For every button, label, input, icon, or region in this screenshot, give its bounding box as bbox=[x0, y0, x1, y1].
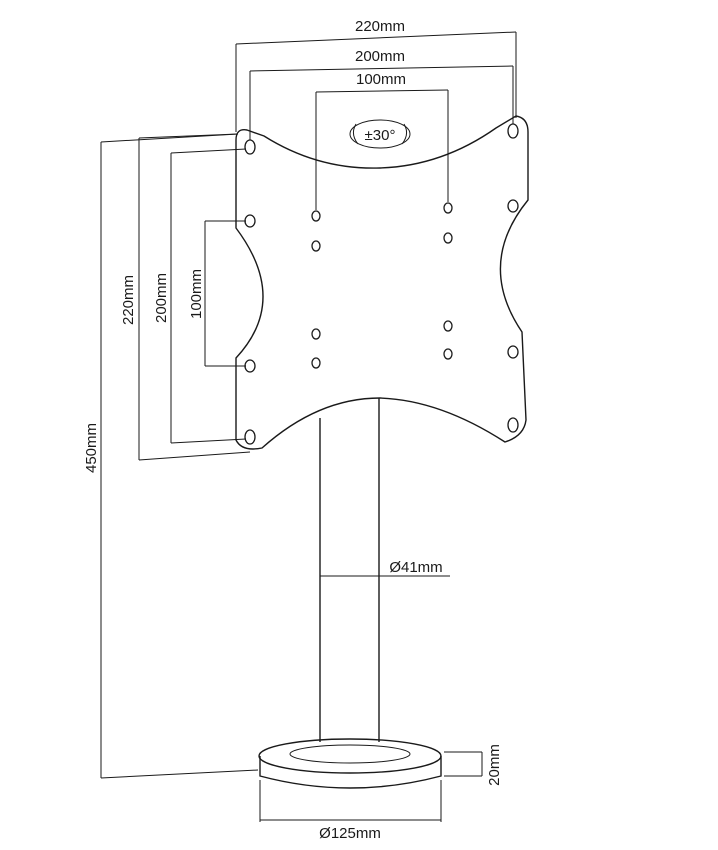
hole bbox=[244, 429, 256, 445]
left-height-dimensions bbox=[100, 133, 259, 779]
hole bbox=[244, 139, 256, 155]
hole bbox=[507, 123, 519, 139]
hole bbox=[311, 240, 321, 252]
top-width-middle-label: 200mm bbox=[355, 48, 405, 65]
top-width-inner-label: 100mm bbox=[356, 71, 406, 88]
base-height-dimension bbox=[444, 751, 483, 777]
hole bbox=[443, 202, 453, 214]
pole bbox=[319, 398, 380, 742]
hole bbox=[443, 232, 453, 244]
hole bbox=[244, 359, 256, 373]
mounting-holes bbox=[244, 123, 519, 445]
left-height-outer-label: 220mm bbox=[120, 275, 137, 325]
hole bbox=[311, 357, 321, 369]
hole bbox=[244, 214, 256, 228]
tilt-indicator: ±30° bbox=[349, 119, 411, 149]
base-height-label: 20mm bbox=[486, 744, 503, 786]
top-width-dimensions bbox=[235, 31, 517, 210]
top-width-outer-label: 220mm bbox=[355, 18, 405, 35]
base-diameter-dimension bbox=[259, 780, 442, 822]
hole bbox=[443, 348, 453, 360]
vesa-plate bbox=[235, 115, 529, 450]
tilt-label: ±30° bbox=[365, 127, 396, 144]
left-height-middle-label: 200mm bbox=[153, 273, 170, 323]
total-height-label: 450mm bbox=[83, 423, 100, 473]
hole bbox=[507, 345, 519, 359]
left-height-inner-label: 100mm bbox=[188, 269, 205, 319]
hole bbox=[507, 417, 519, 433]
base bbox=[258, 738, 442, 789]
hole bbox=[311, 210, 321, 222]
hole bbox=[443, 320, 453, 332]
base-diameter-label: Ø125mm bbox=[319, 825, 381, 842]
hole bbox=[507, 199, 519, 213]
hole bbox=[311, 328, 321, 340]
pole-diameter-label: Ø41mm bbox=[389, 559, 442, 576]
